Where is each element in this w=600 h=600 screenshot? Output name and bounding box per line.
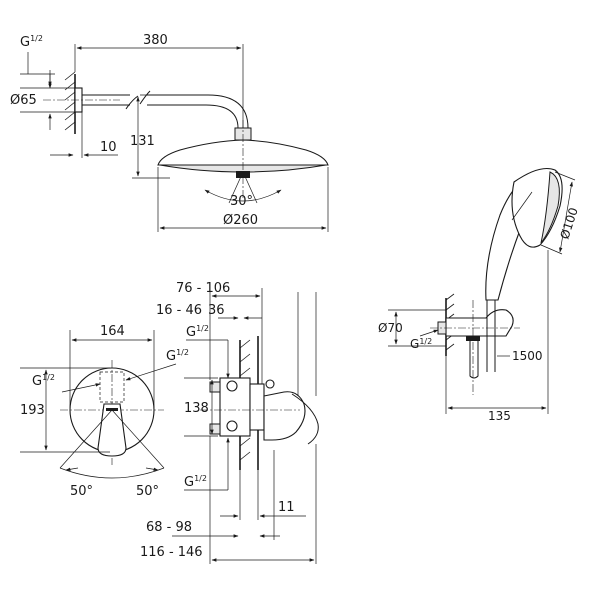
thread-label-shower-head: G1/2 — [20, 34, 43, 50]
cartridge — [249, 383, 265, 431]
shower-arm — [82, 94, 249, 129]
shower-holder — [445, 309, 514, 337]
hose-length-dim: 1500 — [512, 349, 543, 363]
thread-label-hand-shower: G1/2 — [410, 337, 432, 351]
angle-right-label: 50° — [136, 484, 159, 499]
thread-label-side-top: G1/2 — [186, 324, 209, 340]
depth-range-2-dim: 16 - 46 — [156, 303, 202, 318]
hand-shower-diameter-dim: Ø100 — [558, 206, 581, 241]
thread-label-side-bottom: G1/2 — [184, 474, 207, 490]
connector-top — [209, 381, 221, 393]
wall-offset-dim: 10 — [100, 140, 117, 155]
shower-head-nozzle — [236, 171, 250, 178]
head-diameter-dim: Ø260 — [223, 213, 258, 228]
wall-section-shower-head — [64, 71, 76, 134]
handle-logo — [106, 408, 118, 411]
body-height-dim: 138 — [184, 401, 209, 416]
depth-fixed-dim: 36 — [208, 303, 225, 318]
thread-label-mixer-right: G1/2 — [166, 348, 189, 364]
depth-range-1-dim: 76 - 106 — [176, 281, 230, 296]
wall-gap-dim: 11 — [278, 500, 295, 515]
angle-left-label: 50° — [70, 484, 93, 499]
connector-bottom — [209, 423, 221, 435]
shower-head-height-dim: 131 — [130, 134, 155, 149]
thread-label-mixer-left: G1/2 — [32, 373, 55, 389]
outlet-diameter-dim: Ø70 — [378, 321, 403, 335]
mixer-front-view: 50° 50° 164 193 G1/2 G1/2 — [20, 324, 189, 499]
arm-length-dim: 380 — [143, 33, 168, 48]
shower-head-assembly: 30° 380 G1/2 Ø65 131 10 Ø260 — [10, 33, 329, 232]
hose — [469, 300, 496, 379]
mixer-lever — [263, 391, 306, 441]
projection-dim: 135 — [488, 409, 511, 423]
plate-height-dim: 193 — [20, 403, 45, 418]
depth-range-4-dim: 116 - 146 — [140, 545, 203, 560]
hand-shower-spray-face — [540, 171, 560, 244]
spray-angle-label: 30° — [230, 194, 253, 209]
mixer-handle — [97, 403, 127, 457]
plate-width-dim: 164 — [100, 324, 125, 339]
depth-range-3-dim: 68 - 98 — [146, 520, 192, 535]
hand-shower-assembly: Ø100 Ø70 G1/2 1500 — [378, 167, 581, 423]
mixer-side-view: 76 - 106 16 - 46 36 G1/2 138 G1/2 11 — [140, 281, 319, 564]
flange-diameter-dim: Ø65 — [10, 93, 37, 108]
